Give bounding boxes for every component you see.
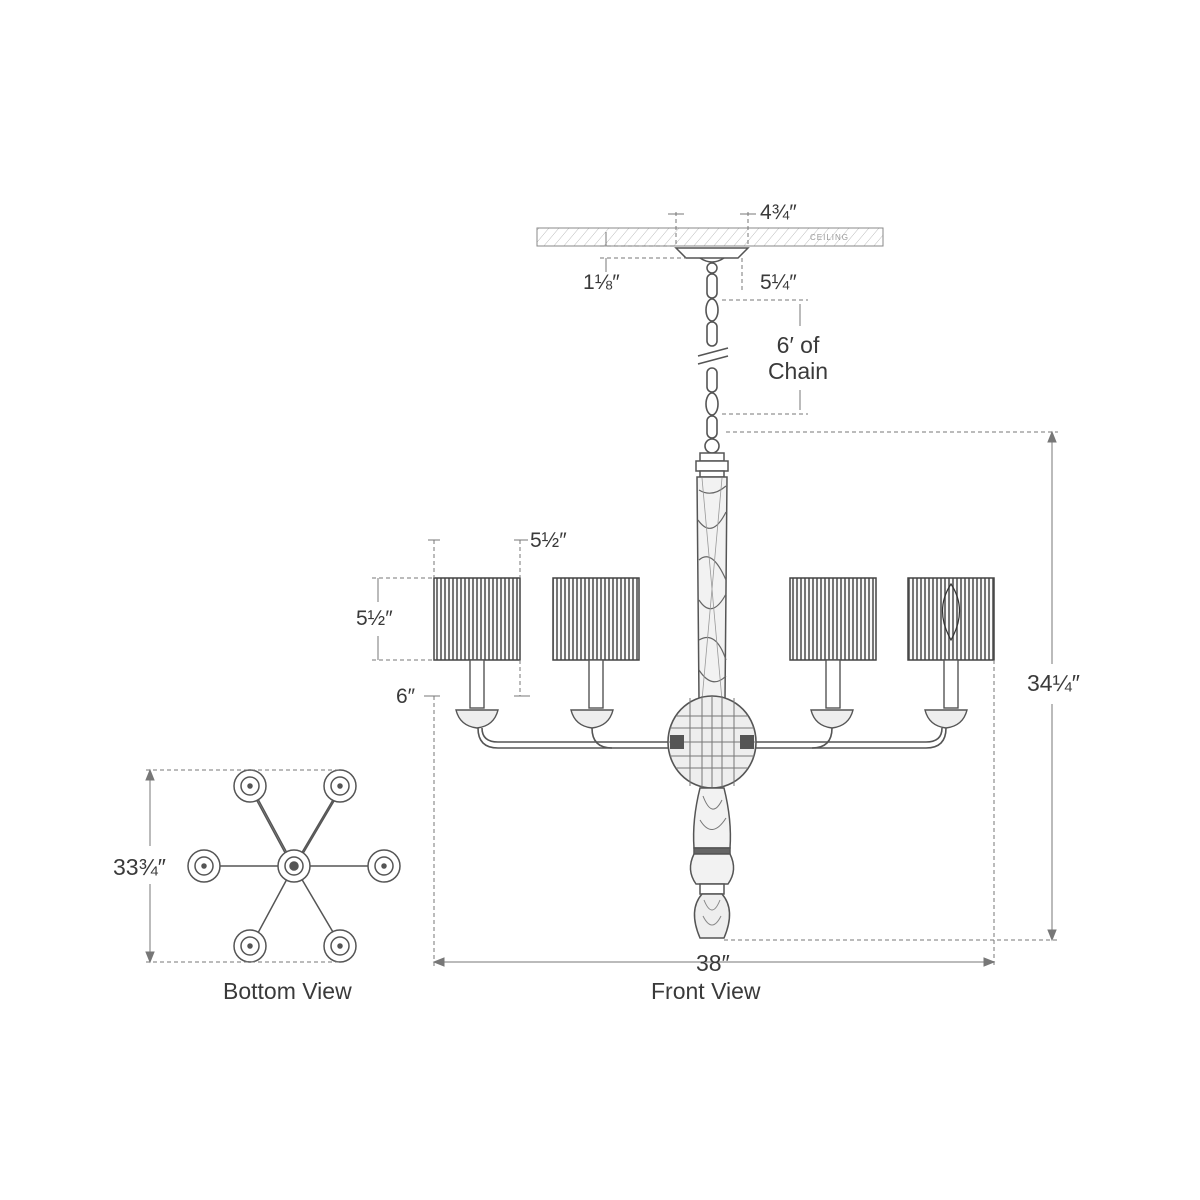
front-dimension-lines (372, 430, 1058, 967)
bottom-view (187, 769, 401, 963)
bottom-cup-6 (323, 929, 357, 963)
chain-dimension-lines (722, 299, 808, 415)
bottom-cup-1 (233, 769, 267, 803)
light-arm-4 (907, 577, 995, 729)
bottom-cup-4 (367, 849, 401, 883)
overall-height-label: 34¼″ (1027, 670, 1080, 696)
canopy-offset-label: 5¼″ (760, 271, 797, 294)
light-arm-3 (789, 577, 877, 729)
bottom-cup-3 (187, 849, 221, 883)
shade-height-label: 5½″ (356, 607, 393, 630)
canopy (674, 247, 750, 274)
arms (477, 727, 947, 749)
beaded-hub (667, 695, 757, 789)
ceiling-label: CEILING (810, 233, 850, 242)
front-view-caption: Front View (651, 978, 761, 1004)
ceiling (536, 227, 884, 247)
column (695, 452, 729, 701)
bottom-cup-5 (233, 929, 267, 963)
chain-length-label-line1: 6′ of (776, 332, 820, 358)
overall-width-label: 38″ (696, 950, 730, 976)
socket-height-label: 6″ (396, 685, 416, 708)
bottom-dimension-lines (145, 768, 340, 964)
shade-width-label: 5½″ (530, 529, 567, 552)
canopy-dimension-lines (600, 212, 756, 290)
light-arm-2 (552, 577, 640, 729)
bottom-cup-2 (323, 769, 357, 803)
canopy-height-label: 1⅛″ (583, 271, 620, 294)
canopy-width-label: 4¾″ (760, 201, 797, 224)
bottom-view-caption: Bottom View (223, 978, 352, 1004)
light-arm-1 (433, 577, 521, 729)
chain-length-label-line2: Chain (767, 358, 829, 384)
lower-column (689, 787, 735, 939)
chain (697, 273, 729, 454)
bottom-diameter-label: 33¾″ (113, 854, 166, 880)
